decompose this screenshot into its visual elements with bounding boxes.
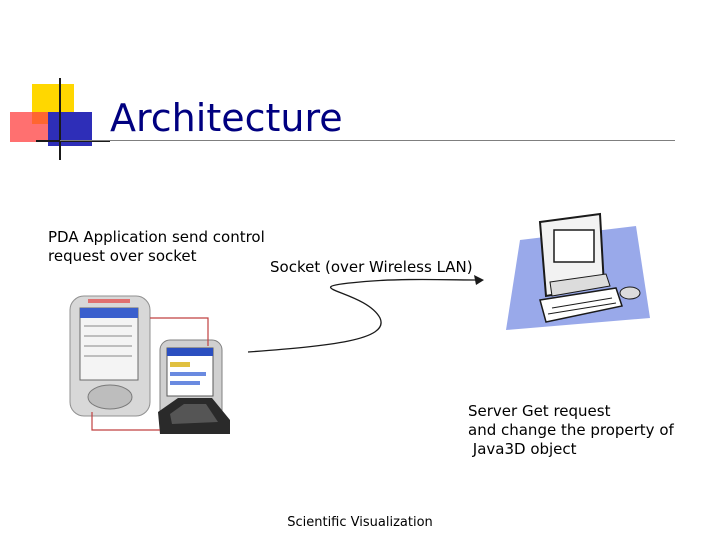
server-caption: Server Get request and change the proper… (468, 402, 674, 459)
arrow-head-icon (474, 275, 484, 285)
pda-caption-line1: PDA Application send control (48, 228, 265, 246)
socket-connection-arrow (247, 278, 479, 353)
pda-caption-line2: request over socket (48, 247, 197, 265)
pocket-pc-cradle-icon (158, 339, 230, 434)
server-caption-line1: Server Get request (468, 402, 611, 420)
title-underline (60, 140, 675, 141)
computer-icon (506, 212, 650, 330)
slide-title: Architecture (110, 96, 343, 140)
server-caption-line2: and change the property of (468, 421, 674, 439)
pda-connector-line-lower (91, 412, 160, 431)
slide-logo-icon (10, 78, 110, 160)
pda-caption: PDA Application send control request ove… (48, 228, 265, 266)
slide-footer: Scientific Visualization (287, 515, 433, 530)
socket-label: Socket (over Wireless LAN) (270, 258, 473, 276)
server-caption-line3: Java3D object (468, 440, 577, 458)
pda-device-icon (69, 295, 151, 417)
pda-connector-line (150, 317, 209, 346)
